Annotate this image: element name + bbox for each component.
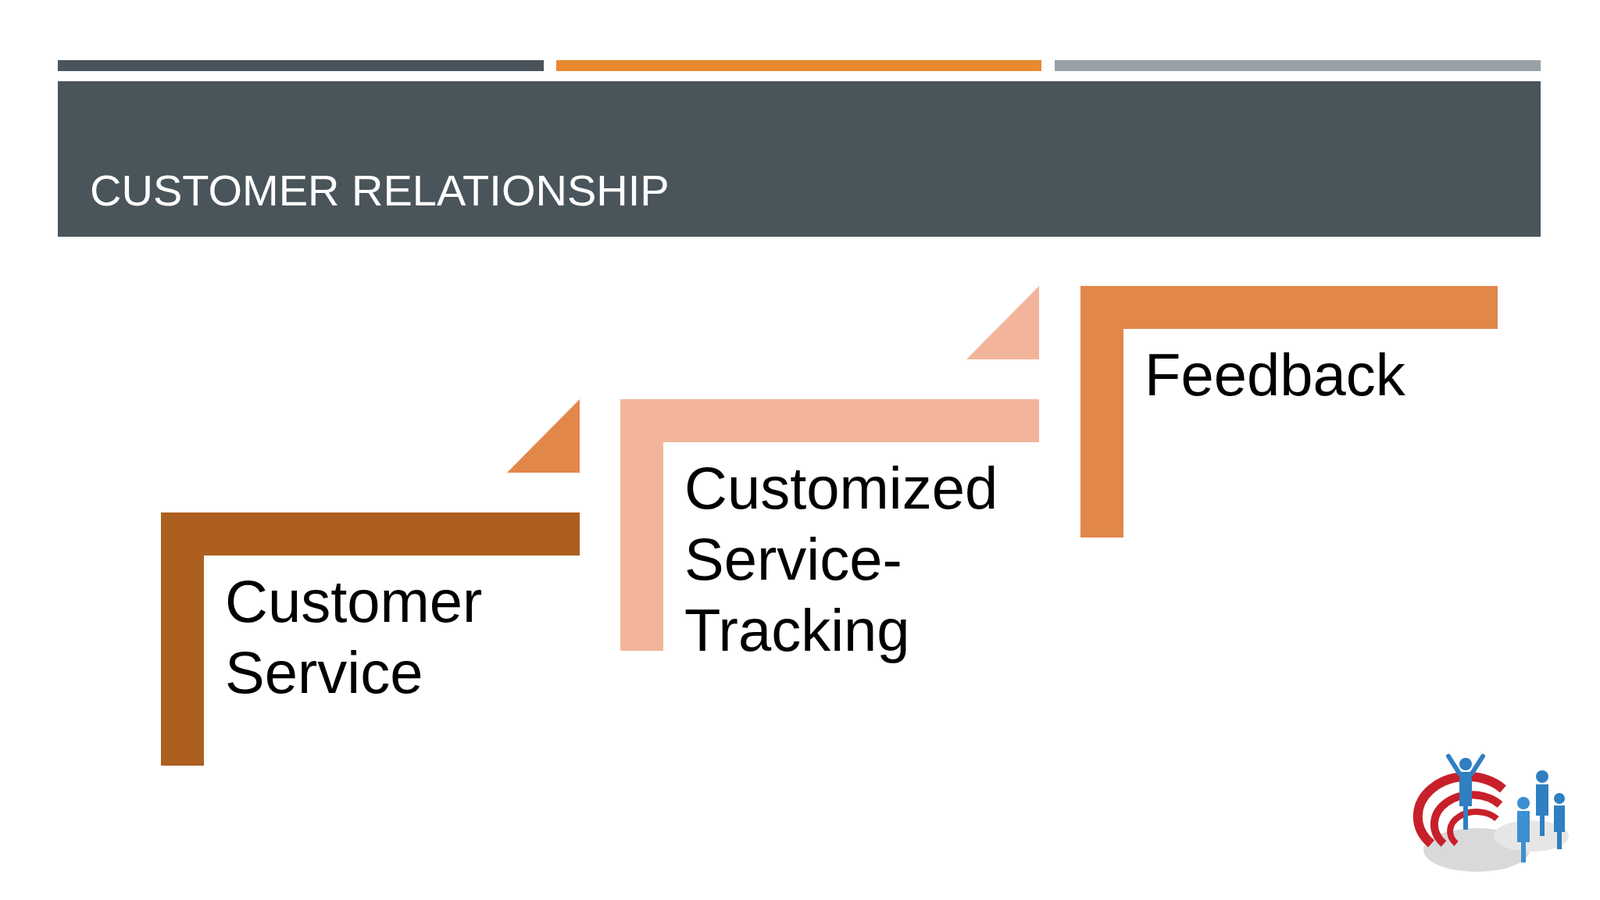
step-label: Feedback xyxy=(1144,339,1497,411)
step-box: Feedback xyxy=(1080,285,1498,538)
people-icon xyxy=(1417,756,1569,872)
step-box: Customer Service xyxy=(160,512,580,766)
step-outline xyxy=(160,512,580,766)
top-bar xyxy=(57,60,544,72)
title-band xyxy=(57,81,1541,237)
top-bar xyxy=(1054,60,1541,72)
step-shape xyxy=(1080,285,1498,538)
step-triangle xyxy=(966,285,1040,360)
step-box: Customized Service- Tracking xyxy=(620,399,1040,651)
step-outline xyxy=(1080,285,1498,538)
step-label: Customer Service xyxy=(225,565,581,708)
step-label: Customized Service- Tracking xyxy=(684,452,1036,667)
top-bar xyxy=(556,60,1042,72)
slide-title: CUSTOMER RELATIONSHIP xyxy=(89,164,670,217)
step-triangle xyxy=(507,399,580,473)
step-shape xyxy=(160,512,580,766)
